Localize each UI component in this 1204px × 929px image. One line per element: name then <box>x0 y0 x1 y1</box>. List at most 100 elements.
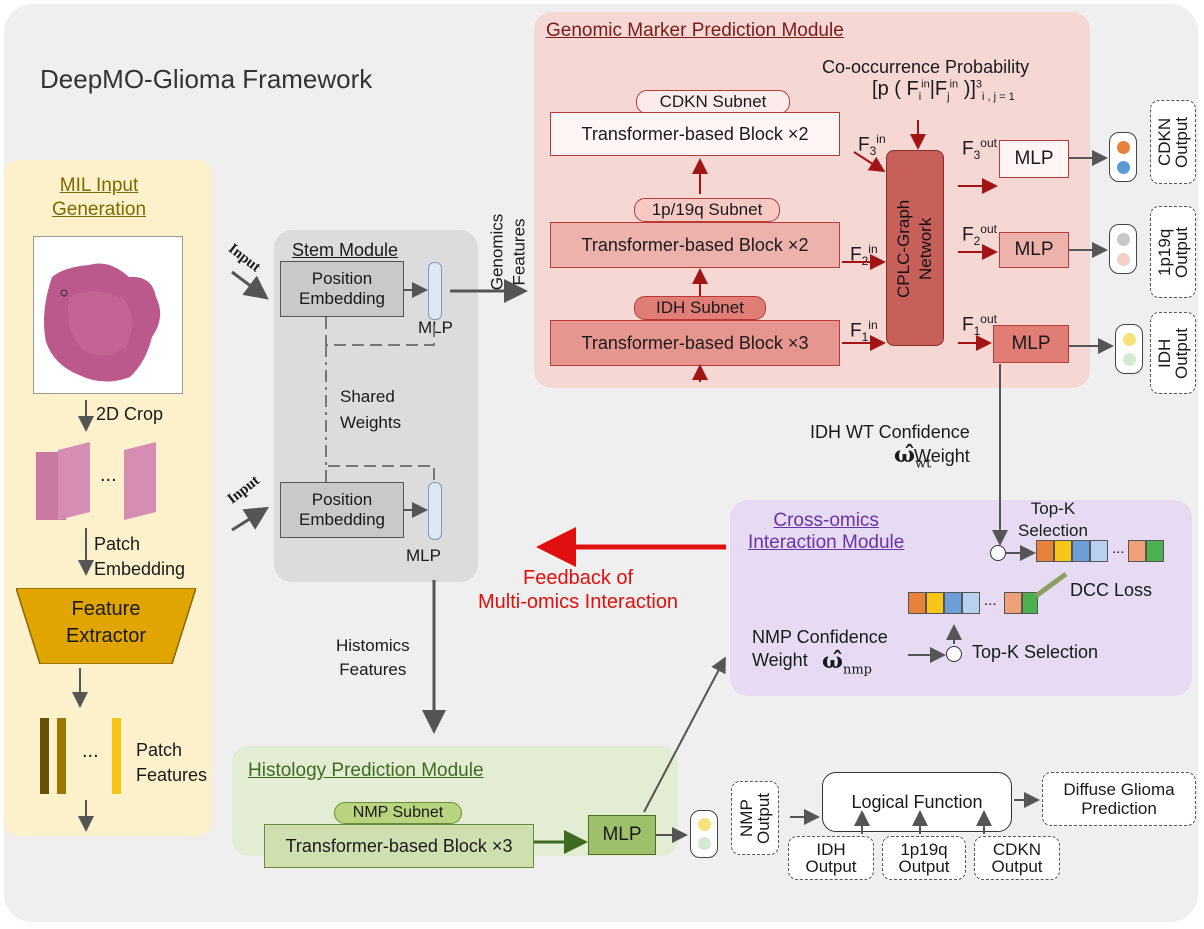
idh-output-dots <box>1115 324 1143 374</box>
cell-yellow-2 <box>926 592 944 614</box>
cdkn-subnet-label: CDKN Subnet <box>636 90 790 114</box>
f2-in-f: F <box>850 244 862 266</box>
topk-lower-strip: ... <box>908 592 1038 614</box>
nmp-dot-green <box>698 837 711 850</box>
position-embedding-bottom: Position Embedding <box>280 482 404 538</box>
patch-feature-bar-3 <box>112 718 121 794</box>
f1-out-sup: out <box>980 312 997 326</box>
cell-blue-1 <box>1072 540 1090 562</box>
cell-green-2 <box>1022 592 1038 614</box>
patch-feature-bar-1 <box>40 718 49 794</box>
1p19q-transformer-block: Transformer-based Block ×2 <box>550 222 840 268</box>
1p19q-dot-grey <box>1117 233 1130 246</box>
patch-ellipsis: ... <box>100 464 117 486</box>
nmp-weight-omega: ω̂ <box>822 648 843 674</box>
f1-in-label: F1in <box>850 318 878 344</box>
f3-in-sup: in <box>876 132 886 146</box>
cell-blue-2 <box>944 592 962 614</box>
feedback-label: Feedback of Multi-omics Interaction <box>478 567 679 613</box>
f3-out-sup: out <box>980 136 997 150</box>
idh-weight-omega: ω̂ <box>894 442 915 468</box>
f2-in-sup: in <box>868 242 878 256</box>
cooccurrence-fi-sub: i <box>918 91 922 103</box>
position-embedding-top: Position Embedding <box>280 261 404 317</box>
cooccurrence-fi-sup: in <box>921 78 930 91</box>
nmp-confidence-label: NMP Confidence Weight <box>752 627 888 670</box>
cdkn-output-dots <box>1109 132 1137 182</box>
1p19q-dot-pink <box>1117 253 1130 266</box>
cdkn-dot-orange <box>1117 141 1130 154</box>
cooccurrence-bar: | <box>929 78 935 100</box>
f3-in-f: F <box>858 134 870 156</box>
idh-dot-green <box>1123 353 1136 366</box>
idh-subnet-label: IDH Subnet <box>634 296 766 320</box>
tissue-slide-image <box>33 236 183 394</box>
cooccurrence-fj-sub: j <box>947 91 950 103</box>
nmp-weight-symbol: ω̂nmp <box>822 648 872 677</box>
cdkn-transformer-block: Transformer-based Block ×2 <box>550 112 840 156</box>
cell-ellipsis-2: ... <box>984 592 997 609</box>
f2-out-sup: out <box>980 222 997 236</box>
feature-ellipsis: ... <box>82 740 99 762</box>
cooccurrence-fj: F <box>934 78 948 100</box>
feature-extractor-label: Feature Extractor <box>65 598 147 647</box>
genomic-module-title: Genomic Marker Prediction Module <box>546 20 844 41</box>
cooccurrence-formula: [p ( Fiin|Fjin )]3i , j = 1 <box>872 78 1015 103</box>
bottom-1p19q-output: 1p19q Output <box>882 836 966 880</box>
cooccurrence-fi: F <box>906 78 919 100</box>
dcc-loss-label: DCC Loss <box>1070 580 1153 600</box>
topk-gate-lower-icon <box>946 646 962 662</box>
idh-weight-symbol: ω̂wt <box>894 442 931 471</box>
bottom-cdkn-output: CDKN Output <box>974 836 1060 880</box>
cell-lightblue-2 <box>962 592 980 614</box>
f3-out-sub: 3 <box>973 148 981 163</box>
patch-features-label: Patch Features <box>136 740 208 785</box>
1p19q-subnet-label: 1p/19q Subnet <box>634 198 780 222</box>
mlp-nodes-bottom <box>428 482 442 540</box>
cooccurrence-label: Co-occurrence Probability <box>822 57 1030 77</box>
cooccurrence-fj-sup: in <box>949 78 959 91</box>
f1-in-sup: in <box>868 318 878 332</box>
cell-green-1 <box>1146 540 1164 562</box>
cell-lightblue-1 <box>1090 540 1108 562</box>
f2-out-sub: 2 <box>973 234 981 249</box>
cdkn-mlp: MLP <box>999 140 1069 178</box>
idh-confidence-label: IDH WT Confidence Weight <box>810 422 970 466</box>
f3-out-label: F3out <box>962 136 997 162</box>
feature-extractor: Feature Extractor <box>16 588 196 664</box>
patch-feature-bar-2 <box>57 718 66 794</box>
nmp-mlp: MLP <box>588 815 656 855</box>
topk-lower-label: Top-K Selection <box>972 642 1099 662</box>
f3-in-label: F3in <box>858 132 886 158</box>
histology-module-title: Histology Prediction Module <box>248 760 484 781</box>
patch-embedding-label: Patch Embedding <box>94 534 186 579</box>
mlp-nodes-top <box>428 262 442 320</box>
idh-weight-sub: wt <box>914 456 932 472</box>
f1-in-f: F <box>850 320 862 342</box>
cell-salmon-2 <box>1004 592 1022 614</box>
cross-omics-title: Cross-omics Interaction Module <box>748 510 905 553</box>
bottom-idh-output: IDH Output <box>788 836 874 880</box>
f1-out-f: F <box>962 314 974 336</box>
nmp-transformer-block: Transformer-based Block ×3 <box>264 824 534 868</box>
cell-orange-1 <box>1036 540 1054 562</box>
f1-in-sub: 1 <box>861 330 869 345</box>
cooccurrence-sub: i , j = 1 <box>982 91 1015 103</box>
cdkn-dot-blue <box>1117 161 1130 174</box>
mlp-label-bottom: MLP <box>406 546 441 565</box>
idh-transformer-block: Transformer-based Block ×3 <box>550 320 840 366</box>
cell-ellipsis-1: ... <box>1112 540 1125 557</box>
topk-upper-strip: ... <box>1036 540 1166 562</box>
f1-out-sub: 1 <box>973 324 981 339</box>
idh-dot-yellow <box>1123 333 1136 346</box>
mil-input-title: MIL Input Generation <box>52 175 147 220</box>
mlp-label-top: MLP <box>418 318 453 337</box>
crop-label: 2D Crop <box>96 404 164 424</box>
framework-title: DeepMO-Glioma Framework <box>40 64 373 94</box>
cell-orange-2 <box>908 592 926 614</box>
nmp-weight-sub: nmp <box>842 662 872 678</box>
histomics-features-label: Histomics Features <box>336 636 410 679</box>
nmp-output-dots <box>690 810 718 858</box>
f1-out-label: F1out <box>962 312 997 338</box>
